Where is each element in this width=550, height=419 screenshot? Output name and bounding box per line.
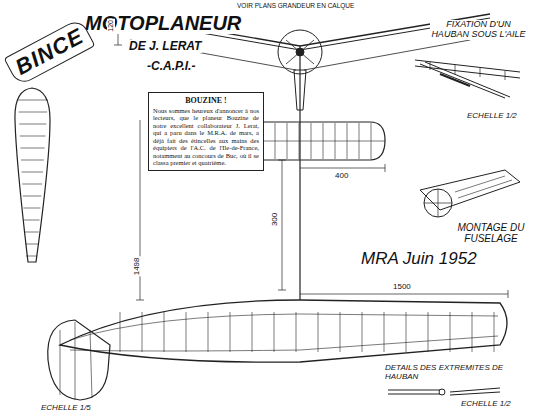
dimension-label: 300 [271, 212, 280, 227]
rib-stroke [384, 312, 385, 352]
rib-stroke [208, 312, 209, 352]
drawing-label: DETAILS DES EXTREMITES DE HAUBAN [384, 364, 506, 382]
drawing-label: ECHELLE 1/5 [40, 404, 92, 413]
rib-stroke [472, 312, 473, 352]
rib-stroke [19, 124, 46, 125]
rib-stroke [428, 312, 429, 352]
drawing-label: DE J. LERAT [128, 40, 202, 53]
dimension-label: 400 [334, 172, 349, 181]
rib-stroke [24, 220, 40, 221]
banner-text: BINCE [11, 23, 88, 80]
rib-stroke [120, 312, 121, 352]
rib-stroke [22, 184, 42, 185]
rib-stroke [230, 312, 231, 352]
rib-stroke [142, 312, 143, 352]
rib-stroke [19, 112, 48, 113]
news-box: BOUZINE ! Nous sommes heureux d'annoncer … [148, 92, 264, 171]
drawing-label: -C.A.P.I.- [146, 60, 196, 73]
rib-stroke [23, 196, 41, 197]
rib-stroke [406, 312, 407, 352]
rib-stroke [450, 312, 451, 352]
drawing-label: FIXATION D'UN HAUBAN SOUS L'AILE [430, 20, 527, 40]
dimension-label: 1500 [392, 283, 412, 292]
box-heading: BOUZINE ! [153, 96, 259, 105]
rib-stroke [25, 232, 39, 233]
name-banner: BINCE [4, 17, 96, 86]
rib-stroke [494, 312, 495, 352]
rib-stroke [252, 312, 253, 352]
rib-stroke [20, 148, 44, 149]
rib-stroke [25, 244, 38, 245]
rib-stroke [274, 312, 275, 352]
rib-stroke [186, 312, 187, 352]
rib-stroke [318, 312, 319, 352]
rib-stroke [340, 312, 341, 352]
rib-stroke [362, 312, 363, 352]
box-body: Nous sommes heureux d'annoncer à nos lec… [153, 107, 259, 167]
rib-stroke [20, 136, 46, 137]
drawing-label: VOIR PLANS GRANDEUR EN CALQUE [236, 2, 355, 9]
drawing-label: ECHELLE 1/2 [466, 112, 518, 121]
drawing-label: ECHELLE 1/2 [460, 400, 512, 409]
rib-stroke [18, 100, 48, 101]
rib-stroke [22, 172, 43, 173]
rib-stroke [164, 312, 165, 352]
rib-stroke [23, 208, 40, 209]
rib-stroke [26, 256, 37, 257]
drawing-label: MONTAGE DU FUSELAGE [450, 222, 532, 244]
dimension-label: 1498 [133, 257, 142, 277]
source-note: MRA Juin 1952 [360, 250, 478, 269]
rib-stroke [21, 160, 44, 161]
rib-stroke [296, 312, 297, 352]
dimension-label: 120 [107, 19, 115, 33]
